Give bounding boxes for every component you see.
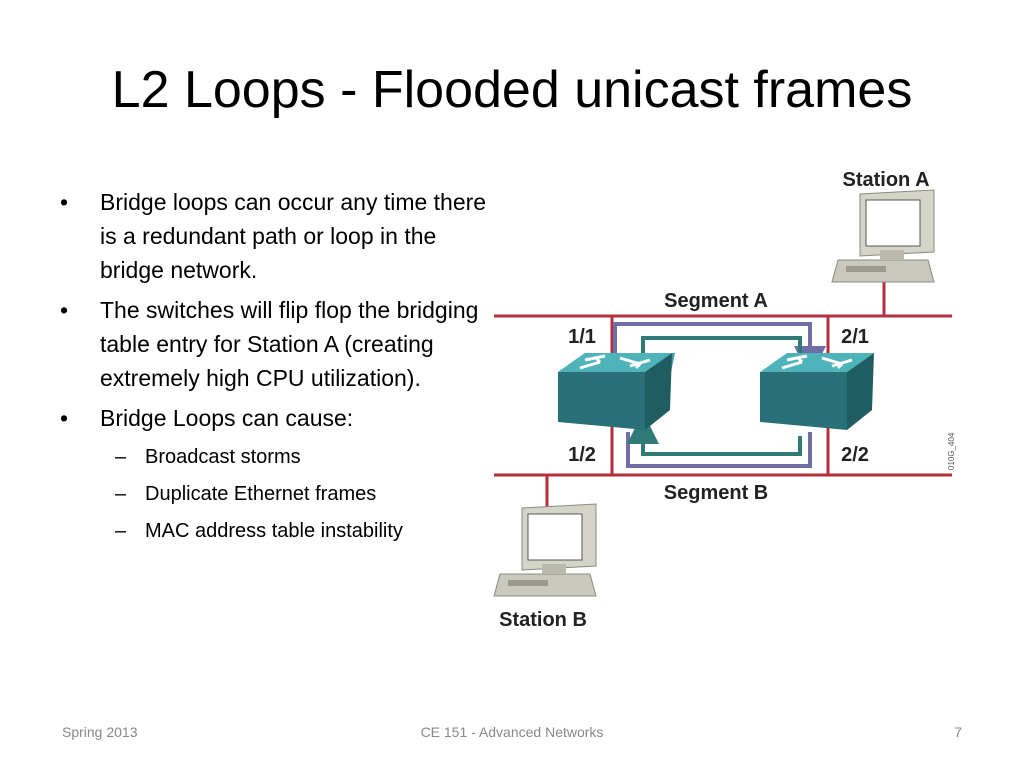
teal-flow-bottom [627,412,802,456]
footer-course: CE 151 - Advanced Networks [420,724,604,740]
station-a-computer-icon [831,189,935,316]
bullet-list: • Bridge loops can occur any time there i… [60,185,500,556]
port-1-2-label: 1/2 [568,444,596,466]
sub-bullet-text: Duplicate Ethernet frames [145,483,377,505]
port-1-1-label: 1/1 [568,326,596,348]
purple-flow-bottom [626,432,812,468]
dash-marker: – [115,520,127,542]
port-2-2-label: 2/2 [841,444,869,466]
bullet-text: Bridge Loops can cause: [100,405,354,431]
dash-marker: – [115,483,127,505]
sub-bullet-item: –MAC address table instability [100,513,500,550]
footer-page-number: 7 [954,724,962,740]
sub-bullet-text: Broadcast storms [145,446,301,468]
sub-bullet-text: MAC address table instability [145,520,403,542]
bullet-item: • The switches will flip flop the bridgin… [60,293,500,395]
footer-date: Spring 2013 [62,724,138,740]
bullet-marker: • [60,189,69,215]
bullet-item: •Bridge Loops can cause: –Broadcast stor… [60,401,500,550]
bullet-marker: • [60,405,69,431]
segment-a-label: Segment A [664,290,768,312]
sub-bullet-item: –Broadcast storms [100,439,500,476]
station-a-label: Station A [842,169,929,191]
segment-b-label: Segment B [664,482,768,504]
sub-bullet-item: –Duplicate Ethernet frames [100,476,500,513]
station-b-computer-icon [493,475,597,597]
station-b-label: Station B [499,609,587,631]
bullet-text: The switches will flip flop the bridging… [100,297,479,391]
slide-title: L2 Loops - Flooded unicast frames [111,61,913,119]
switch-1-icon [558,353,675,430]
switch-2-icon [760,353,874,430]
port-2-1-label: 2/1 [841,326,869,348]
bullet-text: Bridge loops can occur any time there is… [100,189,487,283]
figure-code: 010G_404 [947,432,956,470]
sub-bullet-list: –Broadcast storms –Duplicate Ethernet fr… [100,439,500,550]
bullet-marker: • [60,297,69,323]
bullet-item: • Bridge loops can occur any time there i… [60,185,500,287]
dash-marker: – [115,446,127,468]
purple-flow-top [613,322,826,378]
